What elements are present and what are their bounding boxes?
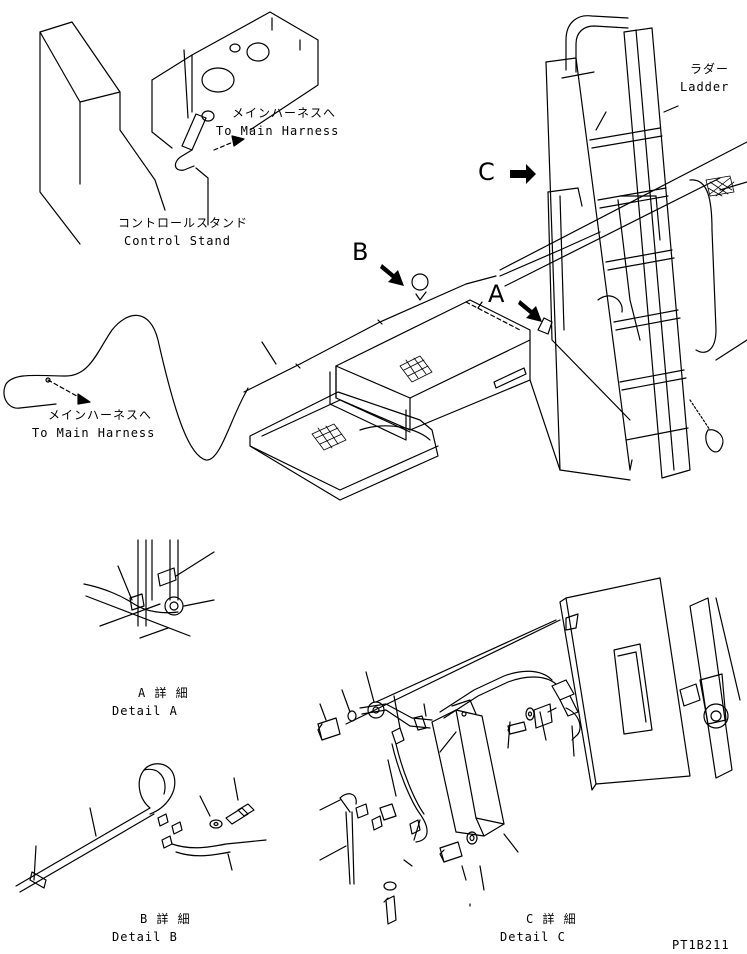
- control-stand-label-jp: コントロールスタンド: [118, 216, 249, 230]
- arrow-a-icon: [518, 300, 542, 322]
- harness-top-label-en: To Main Harness: [216, 124, 340, 138]
- detail-c-label-jp: C 詳 細: [526, 912, 577, 926]
- callout-c: C: [478, 158, 495, 186]
- harness-left-label-jp: メインハーネスへ: [48, 408, 153, 422]
- control-stand-label-en: Control Stand: [124, 234, 231, 248]
- frame-drawing: [3, 231, 601, 501]
- ladder-label-jp: ラダー: [690, 62, 730, 76]
- detail-b-drawing: [15, 763, 267, 893]
- detail-c-drawing: [317, 577, 741, 925]
- arrow-c-icon: [510, 164, 536, 184]
- detail-b-label-jp: B 詳 細: [140, 912, 191, 926]
- callout-a: A: [488, 280, 505, 308]
- harness-left-label-en: To Main Harness: [32, 426, 156, 440]
- detail-c-label-en: Detail C: [500, 930, 566, 944]
- harness-top-label-jp: メインハーネスへ: [232, 106, 337, 120]
- control-stand-drawing: [39, 11, 319, 245]
- arrow-b-icon: [380, 264, 404, 286]
- detail-b-label-en: Detail B: [112, 930, 178, 944]
- detail-a-label-en: Detail A: [112, 704, 178, 718]
- detail-a-label-jp: A 詳 細: [138, 686, 189, 700]
- ladder-label-en: Ladder: [680, 80, 730, 94]
- callout-b: B: [352, 238, 369, 266]
- detail-a-drawing: [83, 539, 215, 639]
- drawing-code: PT1B211: [672, 938, 730, 952]
